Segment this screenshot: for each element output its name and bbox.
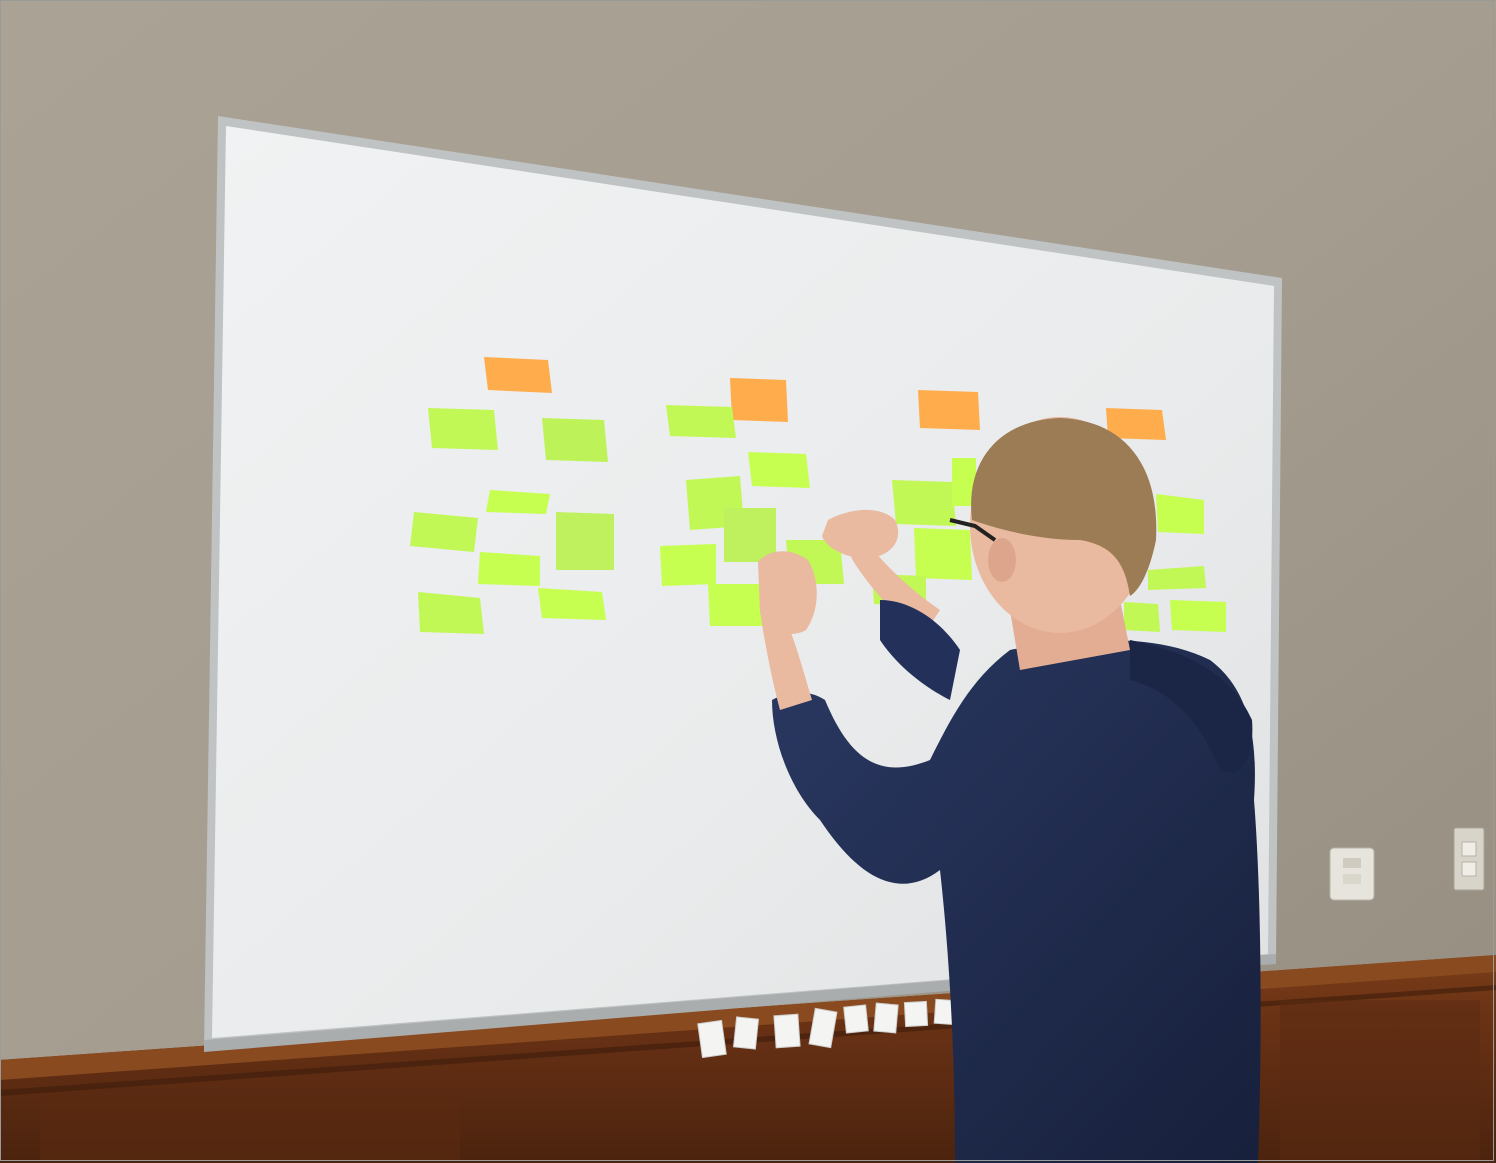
person (758, 417, 1261, 1163)
green-sticky-note (748, 452, 810, 488)
orange-sticky-note (484, 357, 552, 393)
green-sticky-note (410, 512, 478, 552)
green-sticky-note (556, 512, 614, 570)
light-switch (1453, 827, 1485, 891)
green-sticky-note (542, 418, 608, 462)
thermostat (1329, 847, 1375, 901)
orange-sticky-note (730, 378, 788, 422)
green-sticky-note (952, 458, 976, 506)
green-sticky-note (1124, 602, 1160, 632)
sticky-notes-group-3 (872, 390, 1226, 632)
green-sticky-note (1156, 494, 1204, 534)
green-sticky-note (666, 405, 736, 438)
green-sticky-note (486, 490, 550, 514)
green-sticky-note (478, 552, 540, 586)
green-sticky-note (418, 592, 484, 634)
green-sticky-note (892, 480, 956, 526)
orange-sticky-note (1106, 408, 1166, 440)
sticky-notes-group-1 (410, 357, 614, 634)
green-sticky-note (914, 528, 972, 580)
orange-sticky-note (918, 390, 980, 430)
green-sticky-note (428, 408, 498, 450)
green-sticky-note (708, 584, 764, 626)
green-sticky-note (660, 544, 716, 586)
green-sticky-note (1148, 566, 1206, 590)
sticky-notes-group-2 (660, 378, 844, 626)
tape-strips (697, 998, 959, 1059)
green-sticky-note (724, 508, 776, 562)
green-sticky-note (538, 588, 606, 620)
green-sticky-note (1170, 600, 1226, 632)
